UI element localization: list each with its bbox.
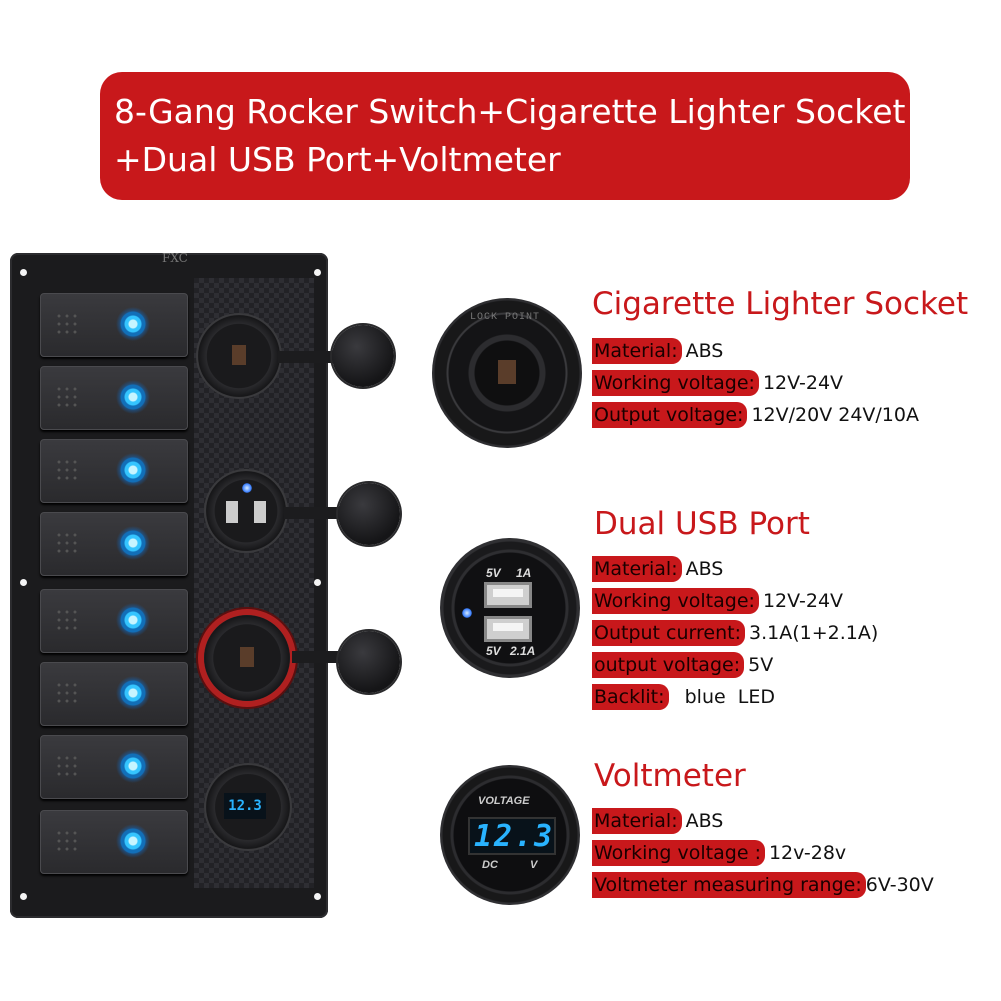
blue-led-icon [116, 603, 150, 637]
spec-row: Working voltage:12V-24V [592, 588, 844, 614]
switch-panel: FXC 12.3 [10, 251, 400, 918]
blue-led-icon [116, 307, 150, 341]
panel-volt-display: 12.3 [224, 793, 266, 819]
voltage-word: VOLTAGE [478, 795, 530, 807]
spec-row: Backlit: blue LED [592, 684, 775, 710]
lighter-socket-detail: LOCK POINT [432, 298, 582, 448]
brand-label: FXC [162, 251, 188, 265]
usb-label: 5V [486, 644, 501, 658]
usb-port-icon [484, 616, 532, 642]
spec-row: Output current:3.1A(1+2.1A) [592, 620, 879, 646]
screw-icon [314, 579, 321, 586]
spec-row: Working voltage:12V-24V [592, 370, 844, 396]
title-line-2: +Dual USB Port+Voltmeter [114, 140, 561, 179]
rocker-switch-4[interactable] [40, 512, 188, 576]
cap-strap [278, 351, 338, 363]
usb-port-icon [484, 582, 532, 608]
blue-led-icon [116, 824, 150, 858]
dust-cap-icon [332, 325, 394, 387]
voltmeter-reading: 12.3 [474, 819, 555, 854]
blue-led-icon [116, 526, 150, 560]
rocker-switch-8[interactable] [40, 810, 188, 874]
voltmeter-detail: VOLTAGE 12.3 DC V [440, 765, 580, 905]
socket-slot [498, 360, 516, 384]
blue-led-icon [116, 453, 150, 487]
blue-led-icon [242, 483, 252, 493]
lighter-socket-icon [198, 315, 280, 397]
dust-cap-icon [338, 631, 400, 693]
rocker-switch-2[interactable] [40, 366, 188, 430]
blue-led-icon [462, 608, 472, 618]
screw-icon [20, 579, 27, 586]
spec-row: Voltmeter measuring range:6V-30V [592, 872, 934, 898]
cap-strap [292, 651, 342, 663]
v-label: V [530, 859, 538, 871]
rocker-switch-5[interactable] [40, 589, 188, 653]
lighter-socket-red-icon [204, 615, 290, 701]
title-line-1: 8-Gang Rocker Switch+Cigarette Lighter S… [114, 92, 906, 131]
dc-label: DC [482, 859, 498, 871]
spec-row: Material:ABS [592, 556, 724, 582]
section-title-voltmeter: Voltmeter [594, 758, 746, 794]
blue-led-icon [116, 380, 150, 414]
dust-cap-icon [338, 483, 400, 545]
screw-icon [20, 893, 27, 900]
usb-port-detail: 5V 1A 5V 2.1A [440, 538, 580, 678]
spec-row: Material:ABS [592, 338, 724, 364]
cap-strap [284, 507, 344, 519]
blue-led-icon [116, 676, 150, 710]
title-banner: 8-Gang Rocker Switch+Cigarette Lighter S… [100, 72, 910, 200]
usb-label: 2.1A [510, 644, 536, 658]
rocker-switch-1[interactable] [40, 293, 188, 357]
spec-row: Output voltage:12V/20V 24V/10A [592, 402, 919, 428]
usb-label: 5V [486, 566, 501, 580]
screw-icon [20, 269, 27, 276]
section-title-lighter: Cigarette Lighter Socket [592, 286, 969, 322]
section-title-usb: Dual USB Port [594, 506, 810, 542]
lock-point-label: LOCK POINT [470, 312, 541, 323]
rocker-switch-7[interactable] [40, 735, 188, 799]
spec-row: Material:ABS [592, 808, 724, 834]
rocker-switch-3[interactable] [40, 439, 188, 503]
usb-label: 1A [516, 566, 532, 580]
usb-socket-icon [206, 471, 286, 551]
screw-icon [314, 269, 321, 276]
voltmeter-icon: 12.3 [206, 765, 290, 849]
screw-icon [314, 893, 321, 900]
voltmeter-screen: 12.3 [468, 817, 556, 855]
rocker-switch-6[interactable] [40, 662, 188, 726]
spec-row: output voltage:5V [592, 652, 774, 678]
blue-led-icon [116, 749, 150, 783]
spec-row: Working voltage :12v-28v [592, 840, 847, 866]
